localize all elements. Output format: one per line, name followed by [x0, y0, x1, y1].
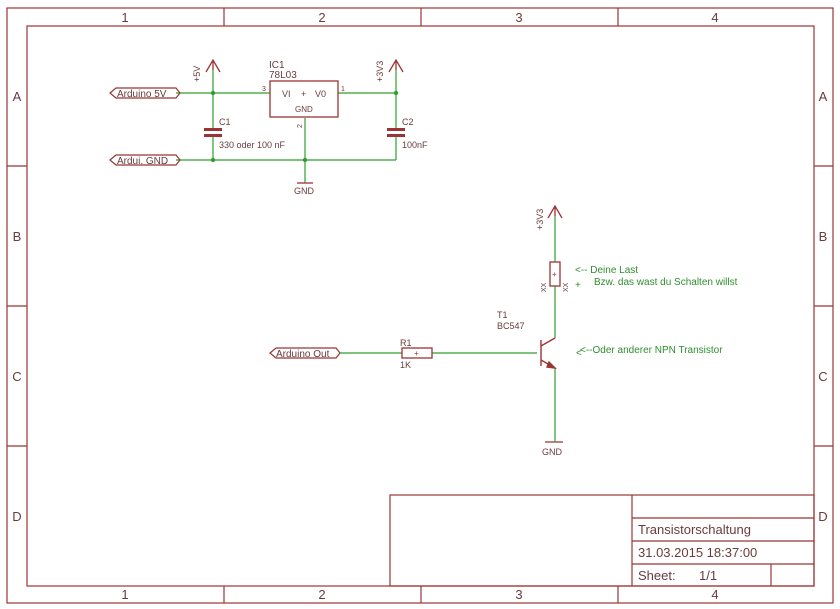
junction-dots [210, 90, 399, 163]
note-load-line1: <-- Deine Last [575, 265, 638, 276]
column-label-bottom-3: 3 [515, 587, 522, 602]
c1-value: 330 oder 100 nF [219, 140, 286, 150]
supply-text: +5V +3V3 +3V3 GND GND [192, 61, 563, 457]
supply-3v3-top-arrow [388, 58, 404, 73]
supply-symbols [205, 58, 563, 443]
ic1-pin-num-gnd: 2 [297, 124, 304, 128]
net-flag-text: Arduino 5V Ardui. GND Arduino Out [117, 89, 330, 360]
resistor-r1: + R1 1K [400, 338, 433, 370]
column-label-top-2: 2 [318, 10, 325, 25]
note-transistor-prefix: < [576, 348, 582, 359]
inner-border [26, 25, 815, 587]
row-label-right-d: D [818, 509, 827, 524]
ic1-pin-gnd: GND [295, 105, 313, 114]
ic1-value: 78L03 [269, 70, 297, 81]
c2-value: 100nF [402, 140, 428, 150]
note-load-plus: + [575, 280, 581, 291]
supply-3v3-top-label: +3V3 [375, 61, 385, 82]
net-flag-ardui-gnd [109, 154, 181, 166]
gnd-top-label: GND [294, 186, 315, 196]
c1-name: C1 [219, 117, 231, 127]
net-flag-arduino-5v [109, 87, 181, 99]
load-plus: + [552, 270, 557, 279]
t1-name: T1 [497, 310, 508, 320]
row-label-right-b: B [819, 229, 828, 244]
ic1-name: IC1 [269, 60, 285, 71]
r1-plus: + [414, 349, 419, 358]
ic1-body [269, 80, 339, 118]
supply-3v3-right-arrow [547, 204, 563, 219]
column-label-top-3: 3 [515, 10, 522, 25]
drawing-date: 31.03.2015 18:37:00 [638, 545, 757, 560]
capacitor-c1: C1 330 oder 100 nF [204, 117, 286, 150]
transistor-t1-text: T1 BC547 [497, 310, 525, 331]
annotation-notes: <-- Deine Last + Bzw. das wast du Schalt… [575, 265, 738, 359]
column-label-bottom-2: 2 [318, 587, 325, 602]
ic1-pin-vi: VI [282, 89, 291, 99]
title-block [389, 494, 815, 587]
transistor-t1 [540, 337, 557, 369]
row-label-left-b: B [13, 229, 22, 244]
load-element: + XX XX [541, 261, 570, 292]
net-label-arduino-out: Arduino Out [276, 349, 330, 360]
title-block-text: Transistorschaltung 31.03.2015 18:37:00 … [638, 522, 757, 583]
load-label-b: XX [563, 282, 570, 292]
net-label-arduino-5v: Arduino 5V [117, 89, 167, 100]
ic1-plus: + [301, 89, 306, 99]
row-label-left-c: C [12, 369, 21, 384]
ic1-regulator: IC1 78L03 VI + V0 GND 3 1 2 [262, 60, 345, 128]
note-transistor: <--Oder anderer NPN Transistor [580, 345, 723, 356]
row-label-right-a: A [819, 89, 828, 104]
r1-name: R1 [400, 338, 412, 348]
ic1-pin-num-in: 3 [262, 86, 266, 93]
supply-5v-arrow [205, 58, 221, 73]
zone-labels: 1 2 3 4 1 2 3 4 A B C D A B C D [12, 10, 827, 602]
capacitor-c2: C2 100nF [387, 117, 428, 150]
column-label-bottom-4: 4 [711, 587, 718, 602]
sheet-value: 1/1 [699, 568, 717, 583]
drawing-title: Transistorschaltung [638, 522, 751, 537]
supply-3v3-right-label: +3V3 [535, 209, 545, 230]
column-label-bottom-1: 1 [121, 587, 128, 602]
ic1-pin-num-out: 1 [341, 86, 345, 93]
gnd-right-label: GND [542, 447, 563, 457]
c2-name: C2 [402, 117, 414, 127]
r1-value: 1K [400, 360, 411, 370]
row-label-left-d: D [12, 509, 21, 524]
net-label-ardui-gnd: Ardui. GND [117, 156, 168, 167]
column-label-top-4: 4 [711, 10, 718, 25]
column-label-top-1: 1 [121, 10, 128, 25]
load-label-a: XX [541, 282, 548, 292]
row-label-left-a: A [13, 89, 22, 104]
regulator-wires [176, 70, 397, 183]
transistor-wires [340, 216, 556, 442]
row-label-right-c: C [818, 369, 827, 384]
t1-value: BC547 [497, 321, 525, 331]
ic1-pin-vo: V0 [315, 89, 326, 99]
sheet-label: Sheet: [638, 568, 676, 583]
supply-5v-label: +5V [192, 66, 202, 82]
note-load-line2: Bzw. das wast du Schalten willst [594, 277, 738, 288]
